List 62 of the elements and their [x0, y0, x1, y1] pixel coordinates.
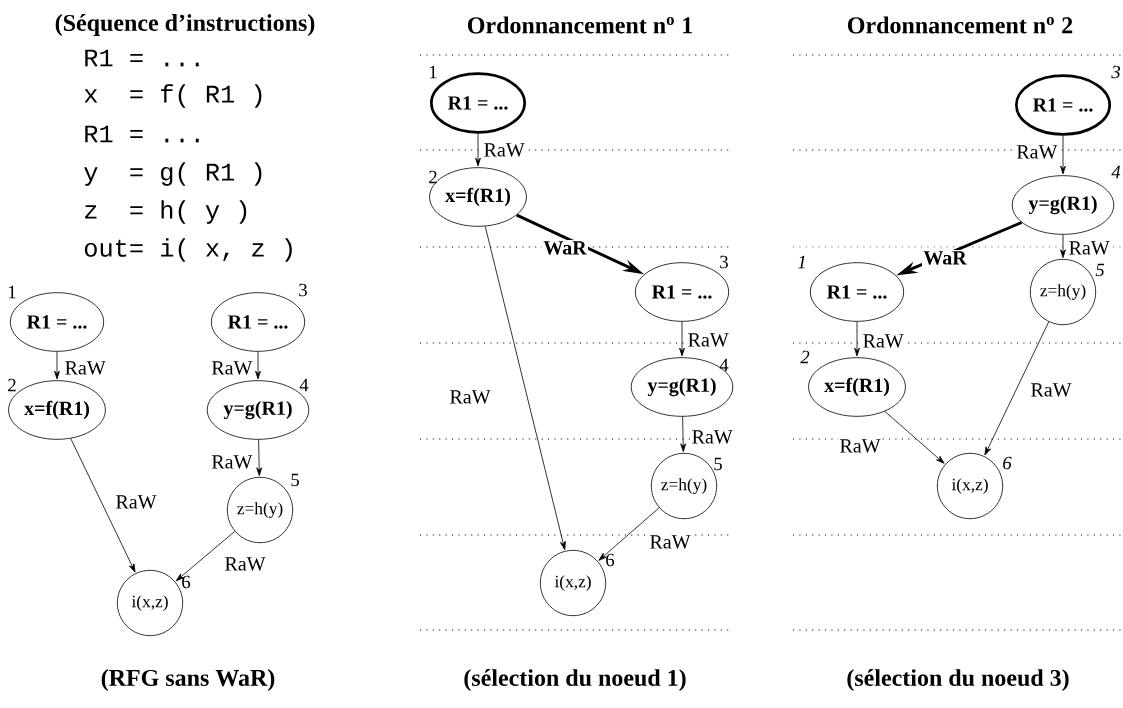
edge-label: RaW [63, 359, 108, 377]
edge-label: RaW [838, 438, 882, 455]
ellipse-node: R1 = ... [1015, 74, 1111, 136]
edge-label: WaR [922, 249, 968, 267]
node-number: 4 [299, 378, 309, 392]
circle-node: i(x,z) [539, 549, 607, 617]
edge-label: RaW [210, 359, 254, 377]
node-number: 3 [1111, 65, 1121, 79]
edge-label: RaW [482, 141, 527, 159]
code-line: z = h( y ) [85, 200, 247, 224]
node-number: 6 [1003, 456, 1012, 470]
code-line: y = g( R1 ) [84, 162, 262, 186]
code-line: x = f( R1 ) [84, 84, 262, 108]
arrow [854, 321, 860, 357]
edge-label: RaW [686, 331, 731, 349]
heading: (RFG sans WaR) [101, 669, 275, 691]
ellipse-node: x=f(R1) [808, 357, 906, 417]
arrow [70, 438, 136, 573]
arrow [598, 507, 660, 561]
heading: (sélection du noeud 1) [464, 669, 686, 691]
circle-node: i(x,z) [936, 452, 1004, 520]
node-number: 2 [429, 170, 437, 184]
node-number: 5 [291, 473, 299, 487]
edge-label: RaW [114, 494, 158, 511]
arrow [884, 411, 945, 464]
edge-label: RaW [861, 333, 906, 350]
ellipse-node: R1 = ... [809, 262, 905, 322]
edge-label: RaW [448, 389, 492, 406]
code-line: out= i( x, z ) [84, 238, 292, 262]
arrow [1060, 135, 1066, 175]
arrow [984, 321, 1050, 456]
arrow [475, 133, 481, 167]
arrow [680, 416, 687, 452]
edge-label: RaW [1029, 382, 1073, 399]
arrow [255, 351, 261, 380]
heading: (Séquence d’instructions) [55, 14, 315, 36]
node-number: 5 [1095, 263, 1105, 277]
arrow [175, 530, 236, 582]
node-number: 6 [182, 575, 191, 589]
node-number: 6 [606, 553, 615, 567]
code-line: R1 = ... [85, 125, 199, 143]
ellipse-node: y=g(R1) [1011, 175, 1115, 235]
edge-label: RaW [223, 555, 267, 573]
node-number: 4 [719, 358, 729, 372]
edge-label: RaW [210, 453, 254, 471]
node-number: 2 [800, 350, 810, 364]
arrow [484, 226, 566, 550]
arrow [679, 321, 685, 357]
edge-label: RaW [1067, 239, 1112, 257]
edge-label: RaW [648, 534, 692, 551]
edge-label: WaR [542, 239, 588, 257]
arrow [54, 351, 60, 380]
arrow [256, 439, 263, 476]
heading: Ordonnancement n$^{o}$ 1 [467, 16, 692, 34]
heading: Ordonnancement n$^{o}$ 2 [847, 16, 1073, 34]
node-number: 1 [798, 255, 805, 269]
edge-label: RaW [1015, 143, 1059, 161]
node-number: 2 [8, 378, 16, 392]
heading: (sélection du noeud 3) [847, 669, 1069, 691]
edge-label: RaW [690, 428, 735, 446]
arrow [1060, 234, 1066, 258]
code-line: R1 = ... [85, 49, 199, 67]
